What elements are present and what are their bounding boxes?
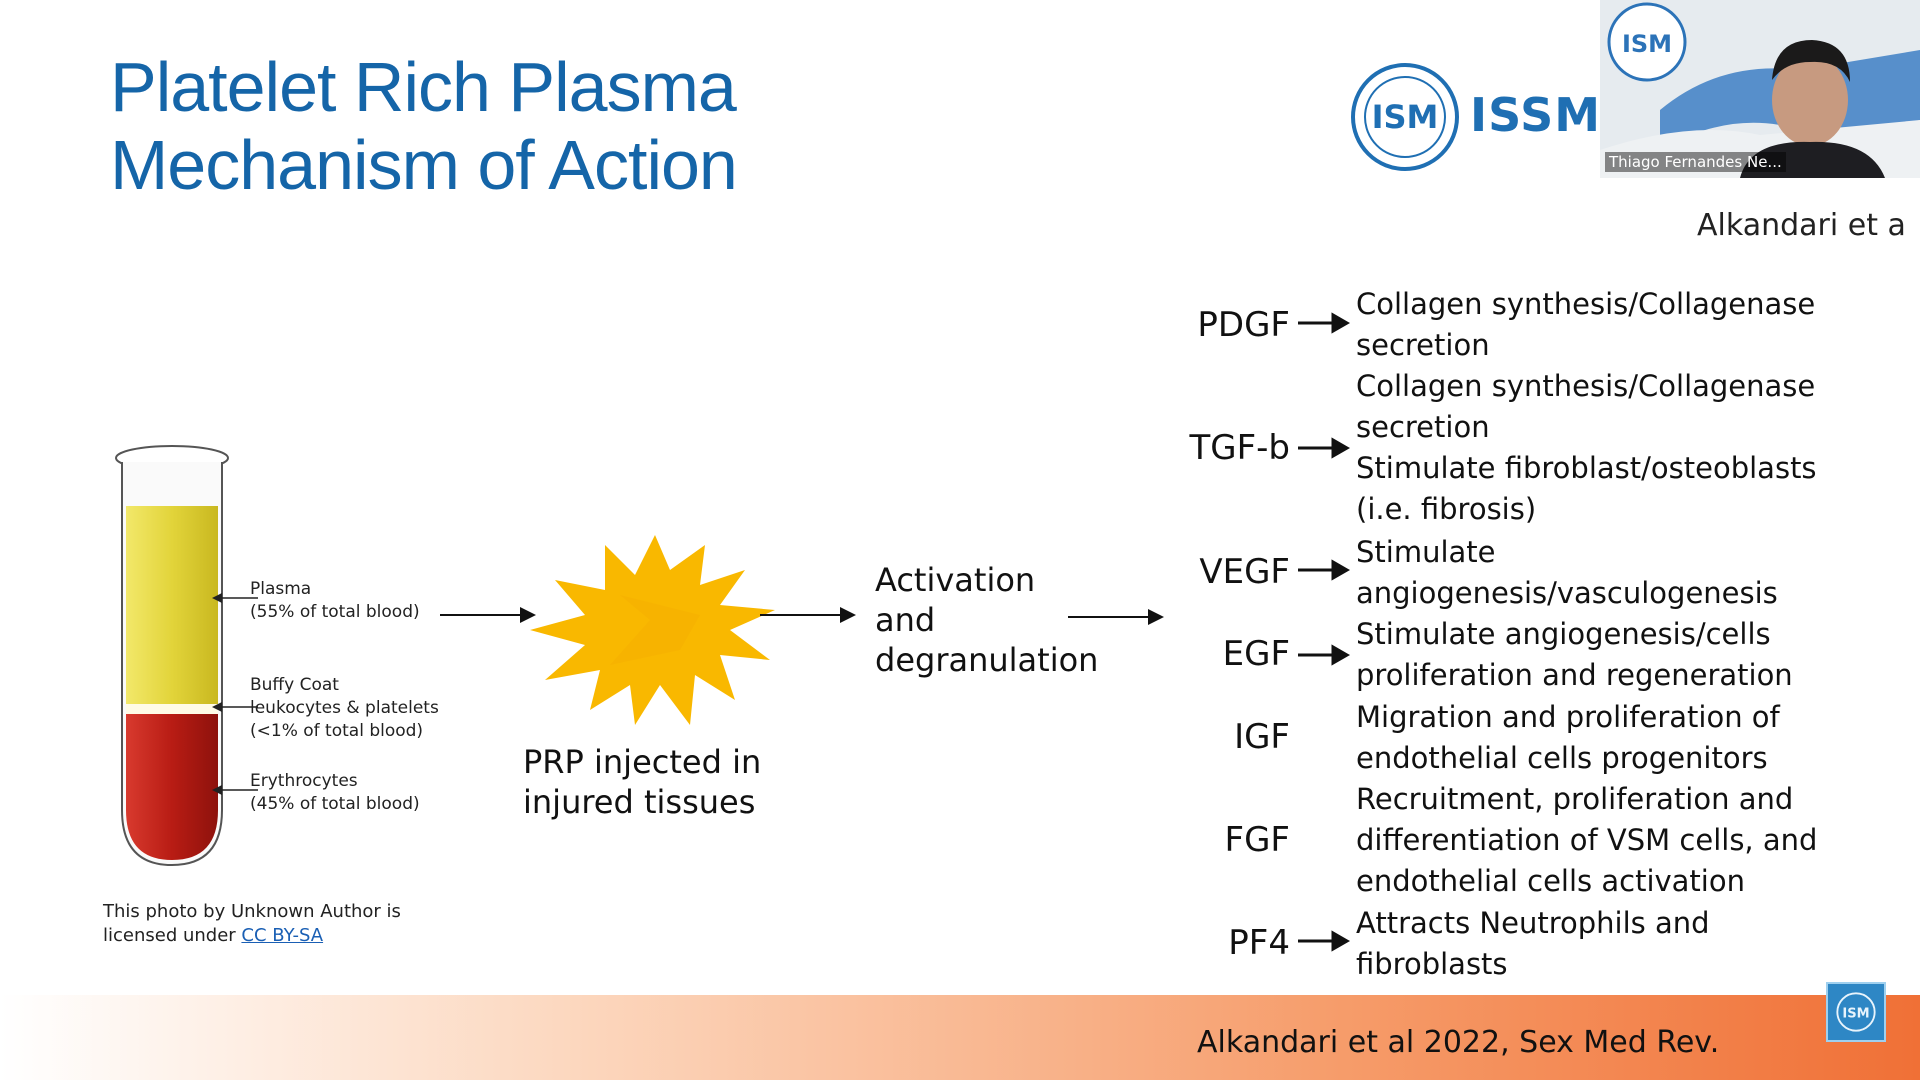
participant-video-tile[interactable]: ISM [1600,0,1920,178]
gf-pf4: PF4 [1228,923,1290,963]
license-link[interactable]: CC BY-SA [241,925,324,946]
gf-desc-igf: Migration and proliferation of endotheli… [1356,700,1780,775]
gf-desc-vegf: Stimulate angiogenesis/vasculogenesis [1356,535,1778,610]
prp-label: PRP injected in injured tissues [523,743,762,821]
starburst-icon [530,535,775,725]
photo-credit: This photo by Unknown Author is licensed… [103,901,401,946]
gf-desc-pdgf: Collagen synthesis/Collagenase secretion [1356,287,1816,362]
svg-text:ISM: ISM [1842,1007,1869,1022]
issm-logo-icon: ISM [1826,982,1886,1042]
gf-fgf: FGF [1224,820,1290,860]
erythrocytes-label: Erythrocytes (45% of total blood) [250,771,420,814]
activation-label: Activation and degranulation [875,561,1099,679]
footer-bar [0,995,1920,1080]
participant-name-label: Thiago Fernandes Ne... [1605,152,1786,172]
arrow-right-icon [440,607,536,623]
tube-label-arrows [212,593,258,795]
participant-video-feed: ISM [1600,0,1920,178]
gf-vegf: VEGF [1199,552,1290,592]
gf-desc-egf: Stimulate angiogenesis/cells proliferati… [1356,617,1793,692]
gf-desc-pf4: Attracts Neutrophils and fibroblasts [1356,906,1710,981]
buffy-coat-label: Buffy Coat leukocytes & platelets (<1% o… [250,675,439,741]
gf-desc-tgfb: Collagen synthesis/Collagenase secretion… [1356,369,1817,526]
svg-text:ISM: ISM [1622,30,1672,58]
test-tube-icon [115,445,229,867]
reference-top: Alkandari et a [1697,208,1906,243]
gf-pdgf: PDGF [1197,305,1290,345]
svg-text:ISM: ISM [1372,98,1439,136]
arrow-right-icon [760,607,856,623]
gf-egf: EGF [1222,634,1290,674]
gf-arrows [1298,312,1351,952]
gf-desc-fgf: Recruitment, proliferation and different… [1356,782,1818,898]
reference-bottom: Alkandari et al 2022, Sex Med Rev. [1197,1025,1720,1060]
issm-logo-icon: ISM [1351,63,1459,171]
slide-title: Platelet Rich Plasma Mechanism of Action [110,48,738,204]
plasma-label: Plasma (55% of total blood) [250,579,420,622]
arrow-right-icon [1068,609,1164,625]
gf-igf: IGF [1234,717,1290,757]
gf-tgfb: TGF-b [1189,428,1290,468]
